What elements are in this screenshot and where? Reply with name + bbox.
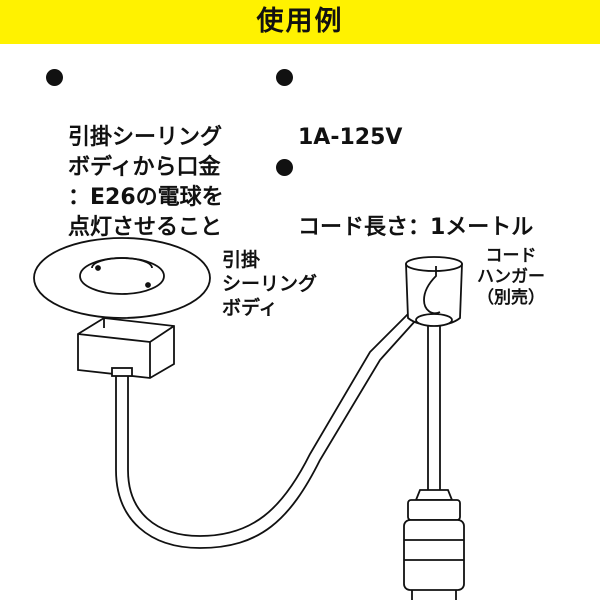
spec-cord-length-text: コード長さ：1メートル [298,215,534,240]
bullet-icon [46,69,63,86]
page-title: 使用例 [256,6,344,37]
e26-socket-icon [403,489,465,600]
ceiling-body-label: 引掛 シーリング ボディ [222,249,318,319]
bullet-icon [276,159,293,176]
cord-hanger-label: コード ハンガー （別売） [477,246,545,308]
cord-icon [115,313,441,549]
bullet-icon [276,69,293,86]
spec-list-right: 1A‐125V コード長さ：1メートル [276,63,586,243]
spec-item-cord-length: コード長さ：1メートル [276,153,586,243]
title-banner [0,0,600,44]
cord-hanger-icon [405,256,463,327]
spec-item-rating: 1A‐125V [276,63,586,153]
spec-rating-text: 1A‐125V [298,125,403,150]
ceiling-rose-icon [33,237,211,379]
